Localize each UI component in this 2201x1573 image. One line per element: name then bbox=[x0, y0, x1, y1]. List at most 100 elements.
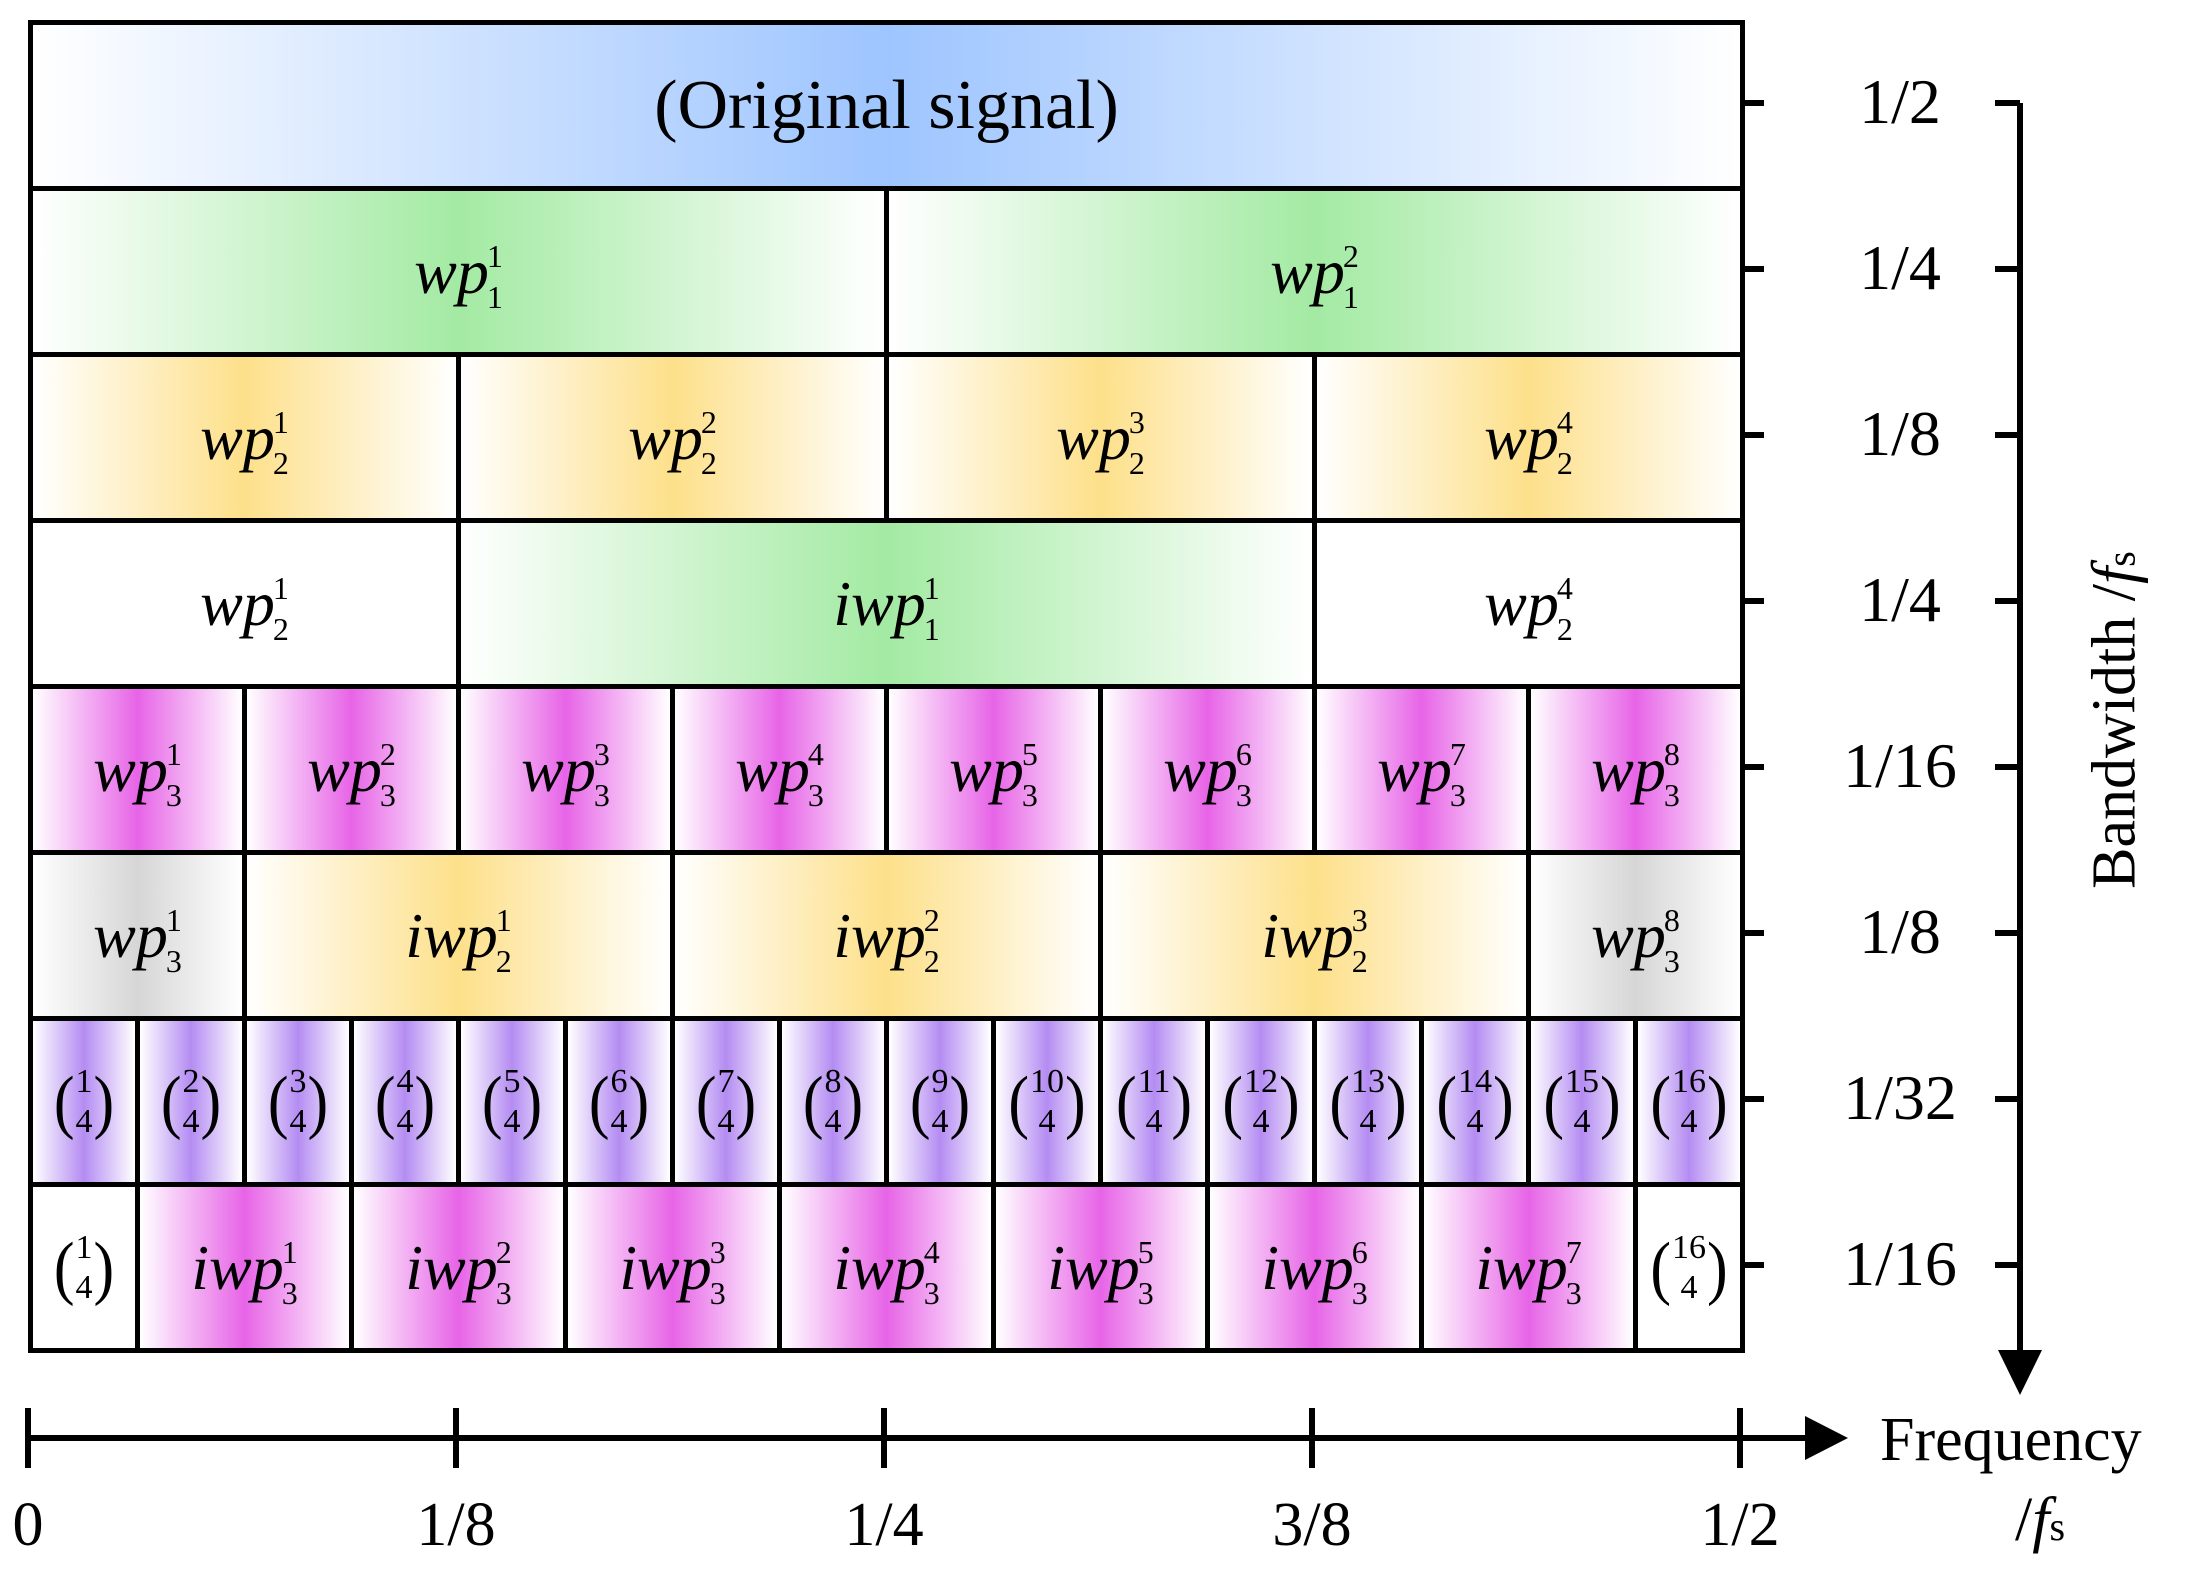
packet-subscript: 2 bbox=[495, 942, 512, 979]
bandwidth-label-0: 1/2 bbox=[1859, 66, 1941, 137]
packet-subscript: 3 bbox=[1137, 1274, 1154, 1311]
paren-left: ( bbox=[1222, 1062, 1243, 1141]
paren-left: ( bbox=[802, 1062, 824, 1141]
packet-prefix: i bbox=[833, 1231, 852, 1303]
packet-subscript: 3 bbox=[1663, 942, 1680, 979]
binom-top: 8 bbox=[824, 1063, 842, 1101]
packet-superscript: 8 bbox=[1663, 736, 1680, 773]
packet-superscript: 8 bbox=[1663, 902, 1680, 939]
packet-prefix: i bbox=[405, 1231, 424, 1303]
packet-name: wp bbox=[851, 899, 926, 971]
bandwidth-label-5: 1/8 bbox=[1859, 896, 1941, 967]
binom-top: 1 bbox=[75, 1063, 93, 1101]
packet-name: wp bbox=[637, 1231, 712, 1303]
packet-prefix: i bbox=[619, 1231, 638, 1303]
packet-name: wp bbox=[851, 1231, 926, 1303]
packet-superscript: 7 bbox=[1565, 1234, 1582, 1271]
packet-subscript: 3 bbox=[807, 776, 824, 813]
paren-right: ) bbox=[735, 1062, 757, 1141]
paren-right: ) bbox=[93, 1228, 115, 1307]
binom-bottom: 4 bbox=[931, 1102, 949, 1140]
paren-right: ) bbox=[93, 1062, 115, 1141]
x-axis-unit-sub: s bbox=[2049, 1504, 2066, 1549]
x-tick-label-2: 1/4 bbox=[844, 1491, 924, 1559]
binom-top: 11 bbox=[1137, 1063, 1171, 1101]
packet-superscript: 1 bbox=[165, 902, 182, 939]
packet-subscript: 1 bbox=[1342, 278, 1359, 315]
paren-right: ) bbox=[1493, 1062, 1514, 1141]
paren-left: ( bbox=[374, 1062, 396, 1141]
paren-right: ) bbox=[949, 1062, 971, 1141]
binom-top: 5 bbox=[503, 1063, 521, 1101]
packet-subscript: 3 bbox=[281, 1274, 298, 1311]
bandwidth-label-7: 1/16 bbox=[1843, 1228, 1957, 1299]
packet-superscript: 3 bbox=[593, 736, 610, 773]
y-axis-unit-var: f bbox=[2080, 566, 2149, 584]
packet-prefix: i bbox=[1047, 1231, 1066, 1303]
packet-subscript: 2 bbox=[272, 444, 289, 481]
bandwidth-label-1: 1/4 bbox=[1859, 232, 1941, 303]
packet-name: wp bbox=[1377, 733, 1452, 805]
packet-subscript: 3 bbox=[1021, 776, 1038, 813]
packet-prefix: i bbox=[833, 567, 852, 639]
packet-subscript: 2 bbox=[700, 444, 717, 481]
paren-left: ( bbox=[1008, 1062, 1029, 1141]
packet-prefix: i bbox=[1475, 1231, 1494, 1303]
x-axis-unit-var: f bbox=[2032, 1486, 2050, 1554]
packet-name: wp bbox=[1591, 899, 1666, 971]
packet-prefix: i bbox=[1261, 899, 1280, 971]
packet-subscript: 3 bbox=[165, 776, 182, 813]
binom-top: 15 bbox=[1565, 1063, 1599, 1101]
packet-subscript: 3 bbox=[709, 1274, 726, 1311]
paren-right: ) bbox=[628, 1062, 650, 1141]
packet-name: wp bbox=[1056, 401, 1131, 473]
packet-superscript: 4 bbox=[923, 1234, 940, 1271]
packet-superscript: 1 bbox=[923, 570, 940, 607]
packet-name: wp bbox=[1484, 567, 1559, 639]
packet-name: wp bbox=[1493, 1231, 1568, 1303]
packet-superscript: 1 bbox=[272, 570, 289, 607]
packet-superscript: 2 bbox=[923, 902, 940, 939]
binom-bottom: 4 bbox=[75, 1268, 93, 1306]
packet-prefix: i bbox=[1261, 1231, 1280, 1303]
packet-subscript: 3 bbox=[923, 1274, 940, 1311]
binom-bottom: 4 bbox=[75, 1102, 93, 1140]
packet-superscript: 4 bbox=[1556, 404, 1573, 441]
binom-bottom: 4 bbox=[289, 1102, 307, 1140]
packet-name: wp bbox=[949, 733, 1024, 805]
binom-top: 6 bbox=[610, 1063, 628, 1101]
